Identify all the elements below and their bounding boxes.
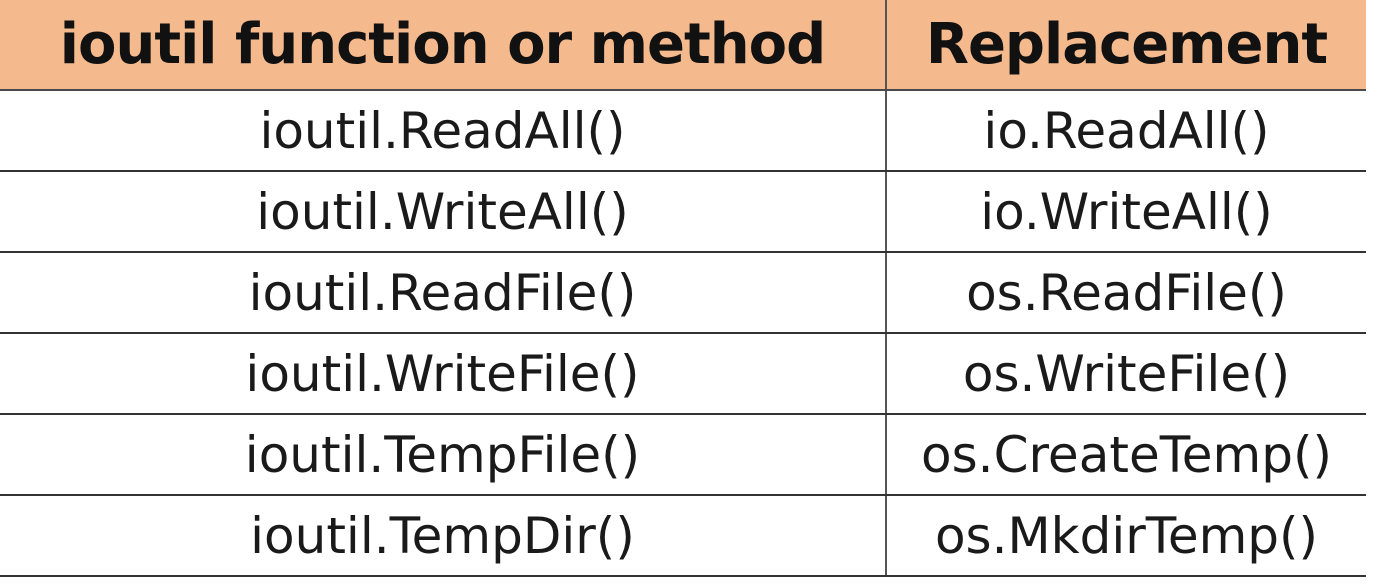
table-row: ioutil.TempDir() os.MkdirTemp() xyxy=(0,495,1366,577)
replacement-cell: os.WriteFile() xyxy=(886,333,1366,415)
table-row: ioutil.ReadFile() os.ReadFile() xyxy=(0,252,1366,334)
column-header-replacement: Replacement xyxy=(886,0,1366,91)
table-body: ioutil.ReadAll() io.ReadAll() ioutil.Wri… xyxy=(0,90,1366,577)
table-row: ioutil.WriteAll() io.WriteAll() xyxy=(0,171,1366,253)
column-header-ioutil-function: ioutil function or method xyxy=(0,0,887,91)
ioutil-function-cell: ioutil.ReadAll() xyxy=(0,90,887,172)
replacement-cell: io.WriteAll() xyxy=(886,171,1366,253)
header-row: ioutil function or method Replacement xyxy=(0,0,1366,91)
table-row: ioutil.TempFile() os.CreateTemp() xyxy=(0,414,1366,496)
ioutil-function-cell: ioutil.WriteFile() xyxy=(0,333,887,415)
ioutil-function-cell: ioutil.ReadFile() xyxy=(0,252,887,334)
ioutil-function-cell: ioutil.WriteAll() xyxy=(0,171,887,253)
replacement-table: ioutil function or method Replacement io… xyxy=(0,0,1366,577)
ioutil-function-cell: ioutil.TempDir() xyxy=(0,495,887,577)
ioutil-function-cell: ioutil.TempFile() xyxy=(0,414,887,496)
table-row: ioutil.WriteFile() os.WriteFile() xyxy=(0,333,1366,415)
replacement-cell: os.MkdirTemp() xyxy=(886,495,1366,577)
replacement-cell: os.CreateTemp() xyxy=(886,414,1366,496)
table-row: ioutil.ReadAll() io.ReadAll() xyxy=(0,90,1366,172)
table-header: ioutil function or method Replacement xyxy=(0,0,1366,91)
replacement-cell: io.ReadAll() xyxy=(886,90,1366,172)
replacement-cell: os.ReadFile() xyxy=(886,252,1366,334)
